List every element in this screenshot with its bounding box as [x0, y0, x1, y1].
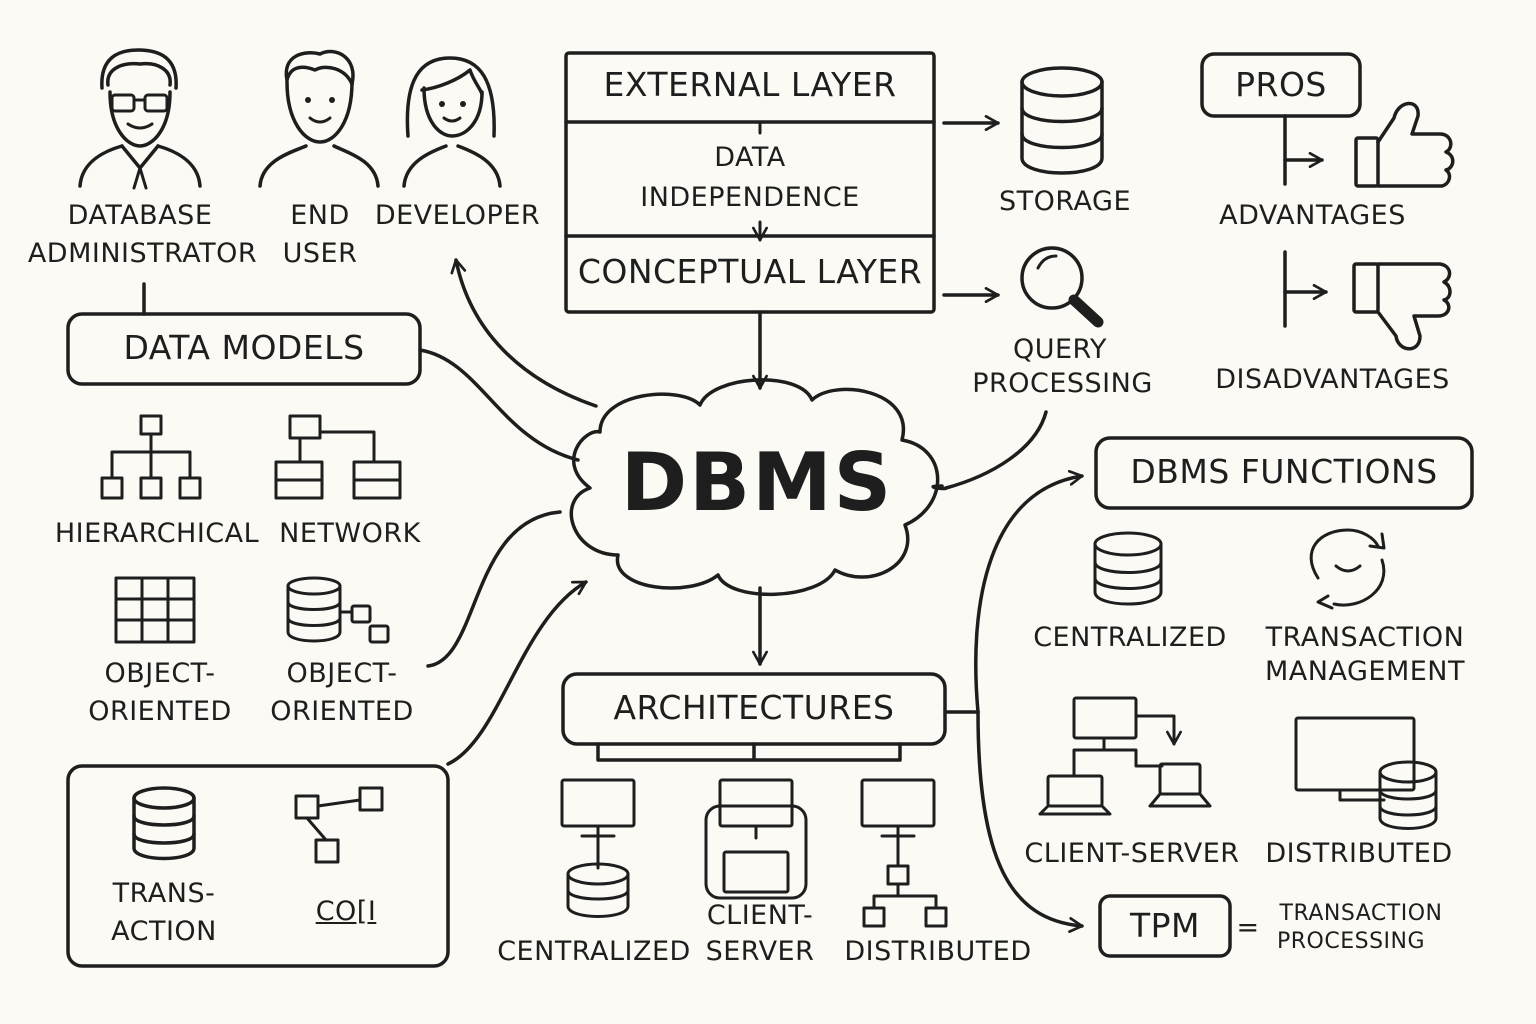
tpm-definition-line1: TRANSACTION: [1279, 901, 1443, 926]
fn-centralized-label: CENTRALIZED: [1033, 622, 1227, 653]
dba-label-line2: ADMINISTRATOR: [27, 238, 258, 269]
query-label-line2: PROCESSING: [972, 368, 1153, 399]
dbms-cloud-shape: [569, 378, 940, 597]
centralized-function-icon: [1093, 531, 1163, 606]
dba-icon: [78, 48, 202, 190]
external-layer-label: EXTERNAL LAYER: [603, 65, 897, 104]
fn-distributed-label: DISTRIBUTED: [1265, 838, 1453, 869]
extras-box: [66, 764, 450, 968]
object-oriented-1-line2: ORIENTED: [88, 696, 232, 727]
hierarchical-label: HIERARCHICAL: [54, 518, 260, 549]
end-user-icon: [258, 49, 380, 188]
object-oriented-1-line1: OBJECT-: [104, 658, 216, 689]
disadvantages-label: DISADVANTAGES: [1215, 364, 1450, 395]
fn-client-server-label: CLIENT-SERVER: [1024, 838, 1240, 869]
transaction-db-icon: [132, 786, 196, 861]
distributed-arch-icon: [860, 778, 948, 928]
client-server-arch-icon: [704, 778, 808, 900]
distributed-function-icon: [1294, 716, 1438, 830]
arch-client-server-line2: SERVER: [705, 936, 815, 967]
storage-label: STORAGE: [998, 186, 1132, 217]
network-icon: [274, 414, 402, 500]
tpm-equals: =: [1236, 912, 1260, 943]
transaction-label-line2: ACTION: [111, 916, 217, 947]
flow-icon: [294, 786, 384, 864]
network-label: NETWORK: [279, 518, 421, 549]
tpm-box: [1098, 894, 1232, 958]
end-user-label-line2: USER: [282, 238, 358, 269]
storage-icon: [1020, 66, 1104, 175]
object-db-icon: [286, 576, 390, 644]
fn-transaction-line2: MANAGEMENT: [1265, 656, 1465, 687]
sync-icon: [1309, 528, 1386, 610]
centralized-arch-icon: [560, 778, 636, 918]
arch-distributed-label: DISTRIBUTED: [844, 936, 1032, 967]
fn-transaction-line1: TRANSACTION: [1265, 622, 1465, 653]
pros-box: [1200, 52, 1362, 118]
pros-label: PROS: [1235, 65, 1327, 104]
client-server-function-icon: [1038, 696, 1212, 816]
tpm-label: TPM: [1129, 906, 1201, 945]
architectures-label: ARCHITECTURES: [613, 688, 895, 727]
thumbs-down-icon: [1352, 262, 1452, 351]
layer-box: [564, 51, 936, 314]
dbms-functions-box: [1094, 436, 1474, 510]
advantages-label: ADVANTAGES: [1219, 200, 1406, 231]
co-label: CO[I: [315, 896, 377, 927]
conceptual-layer-label: CONCEPTUAL LAYER: [577, 252, 923, 291]
dbms-functions-label: DBMS FUNCTIONS: [1130, 452, 1438, 491]
grid-icon: [114, 576, 196, 644]
data-models-label: DATA MODELS: [123, 328, 365, 367]
developer-label: DEVELOPER: [374, 200, 541, 231]
query-label-line1: QUERY: [1012, 334, 1108, 365]
tpm-definition-line2: PROCESSING: [1276, 929, 1426, 954]
data-independence-line2: INDEPENDENCE: [640, 182, 860, 213]
hierarchical-icon: [100, 414, 202, 500]
data-independence-line1: DATA: [714, 142, 786, 173]
arch-client-server-line1: CLIENT-: [706, 900, 814, 931]
dbms-title: DBMS: [620, 436, 894, 529]
object-oriented-2-line2: ORIENTED: [270, 696, 414, 727]
end-user-label-line1: END: [290, 200, 350, 231]
magnifier-icon: [1020, 246, 1104, 328]
thumbs-up-icon: [1354, 101, 1455, 188]
transaction-label-line1: TRANS-: [112, 878, 216, 909]
dba-label-line1: DATABASE: [67, 200, 213, 231]
developer-icon: [402, 56, 502, 188]
arch-centralized-label: CENTRALIZED: [497, 936, 691, 967]
object-oriented-2-line1: OBJECT-: [286, 658, 398, 689]
